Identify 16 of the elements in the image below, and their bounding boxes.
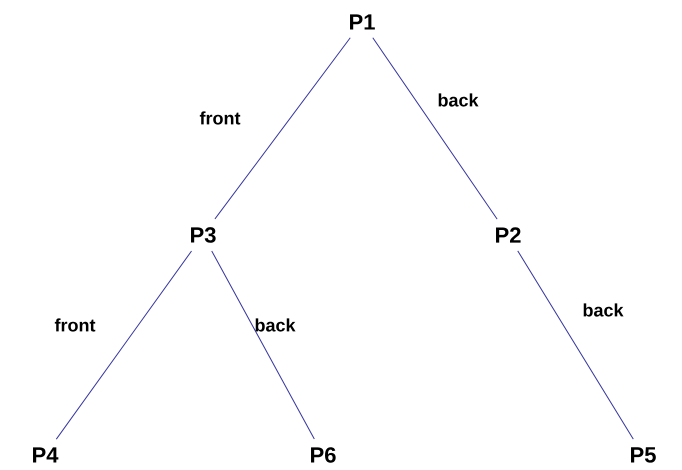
line [372,37,498,220]
edge-label: front [54,318,96,332]
node-label: P2 [496,227,521,243]
edge-label: back [256,318,296,332]
edge-label: front [200,111,240,125]
line [56,250,192,440]
node-label: P5 [631,447,656,463]
line [517,250,634,440]
node-label: P3 [191,227,216,243]
line [214,37,351,220]
line [211,250,315,440]
node-label: P1 [350,14,375,30]
node-label: P4 [33,447,58,463]
node-label: P6 [311,447,336,463]
edge-label: back [584,303,624,317]
edge-label: back [438,93,479,107]
